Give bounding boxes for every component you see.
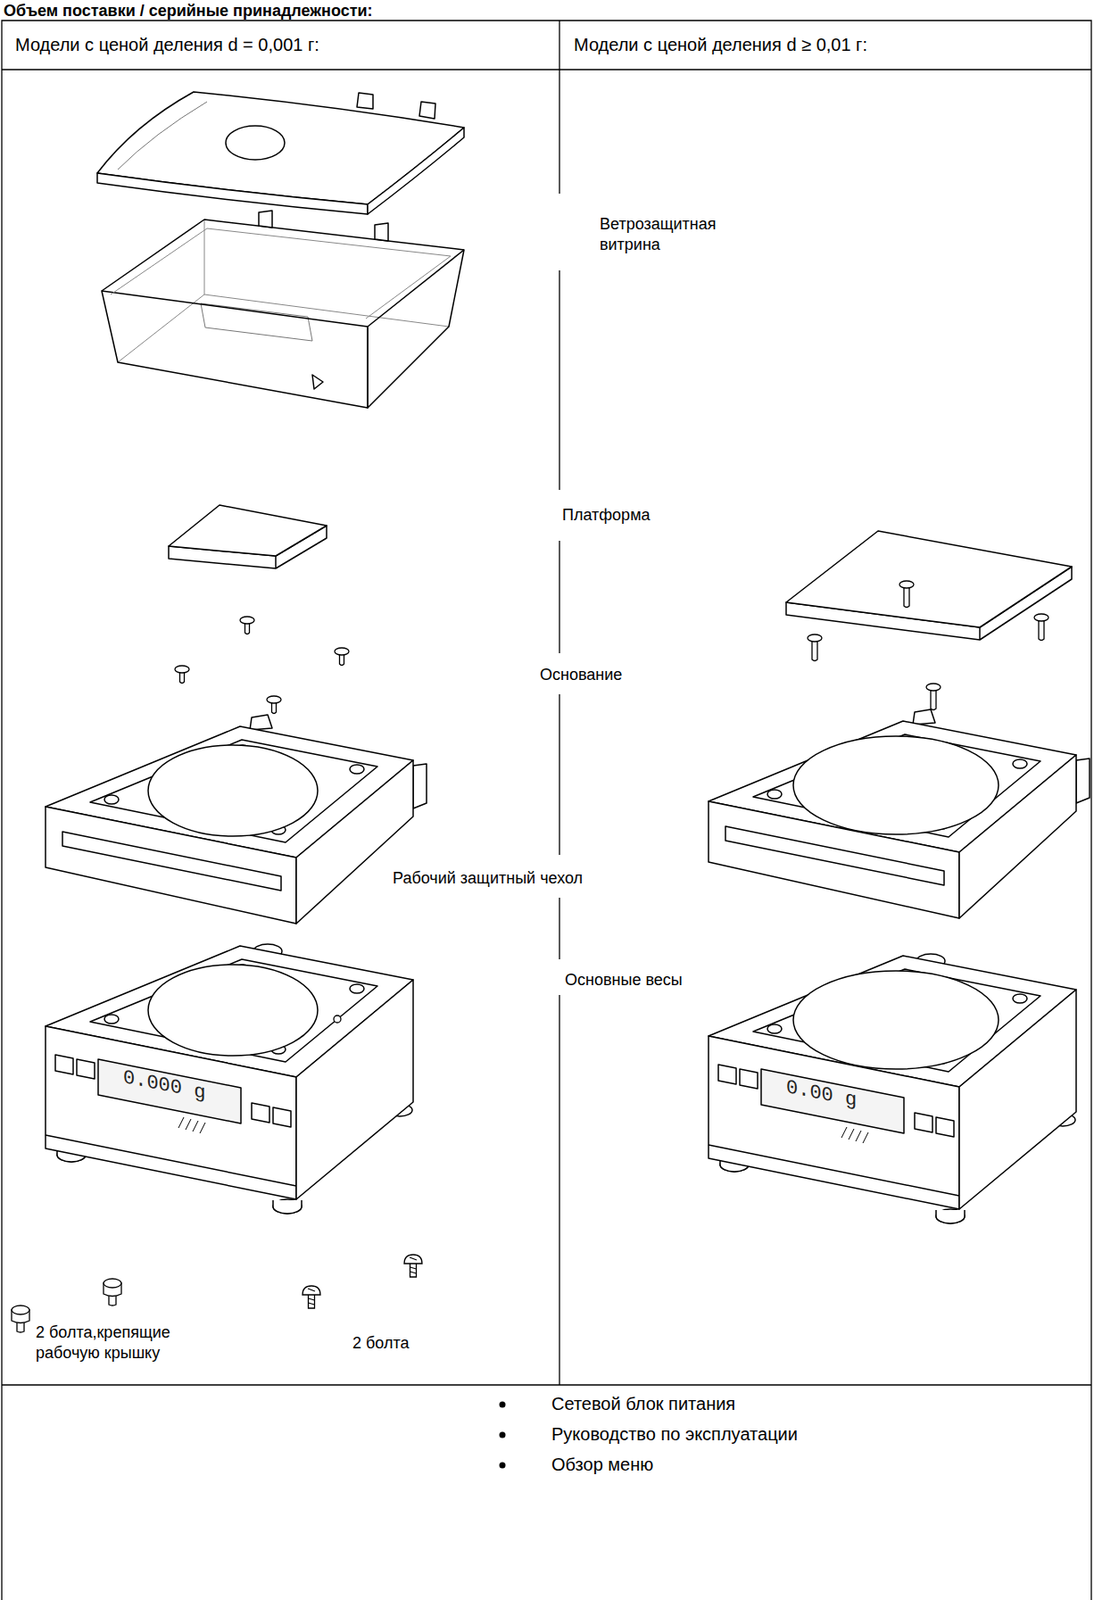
- part-name: Ветрозащитная витрина: [596, 214, 746, 255]
- balance-body: [45, 944, 414, 1214]
- list-item: Руководство по эксплуатации: [551, 1423, 798, 1446]
- part-name: Платформа: [559, 505, 654, 526]
- thumb-screw: [103, 1278, 122, 1306]
- column-header: Модели с ценой деления d ≥ 0,01 г:: [573, 33, 868, 57]
- windshield-lid: [97, 91, 465, 215]
- slotted-screw: [302, 1285, 321, 1309]
- list-item: Сетевой блок питания: [551, 1392, 736, 1416]
- part-name: 2 болта,крепящие рабочую крышку: [35, 1322, 195, 1363]
- pan-seat: [148, 964, 318, 1056]
- balance-body: [708, 953, 1077, 1224]
- foot-pin: [240, 616, 255, 635]
- foot-pin: [334, 647, 349, 666]
- windshield-box: [101, 210, 465, 408]
- foot-pin: [926, 683, 941, 711]
- page-title: Объем поставки / серийные принадлежности…: [3, 0, 373, 22]
- foot-pin: [1034, 613, 1049, 641]
- working-cover: [45, 714, 427, 924]
- column-header: Модели с ценой деления d = 0,001 г:: [15, 33, 320, 57]
- table-grid: [1, 20, 1092, 1600]
- foot-pin: [807, 634, 822, 662]
- level-dot: [333, 1015, 341, 1023]
- display-readout: 0.000 g: [123, 1065, 206, 1106]
- foot-pin: [899, 580, 914, 608]
- foot-pin: [174, 665, 190, 684]
- weighing-pan: [168, 505, 1072, 640]
- working-cover: [708, 709, 1090, 919]
- foot-pin: [266, 696, 282, 714]
- part-name: Рабочий защитный чехол: [389, 868, 586, 889]
- list-bullet: [499, 1401, 506, 1469]
- slotted-screw: [404, 1254, 423, 1277]
- part-name: Основные весы: [562, 969, 686, 991]
- thumb-screw: [11, 1305, 30, 1333]
- pan-seat: [148, 745, 318, 837]
- list-item: Обзор меню: [551, 1453, 654, 1476]
- display-readout: 0.00 g: [786, 1075, 857, 1114]
- part-name: 2 болта: [352, 1333, 410, 1354]
- part-name: Основание: [537, 664, 625, 686]
